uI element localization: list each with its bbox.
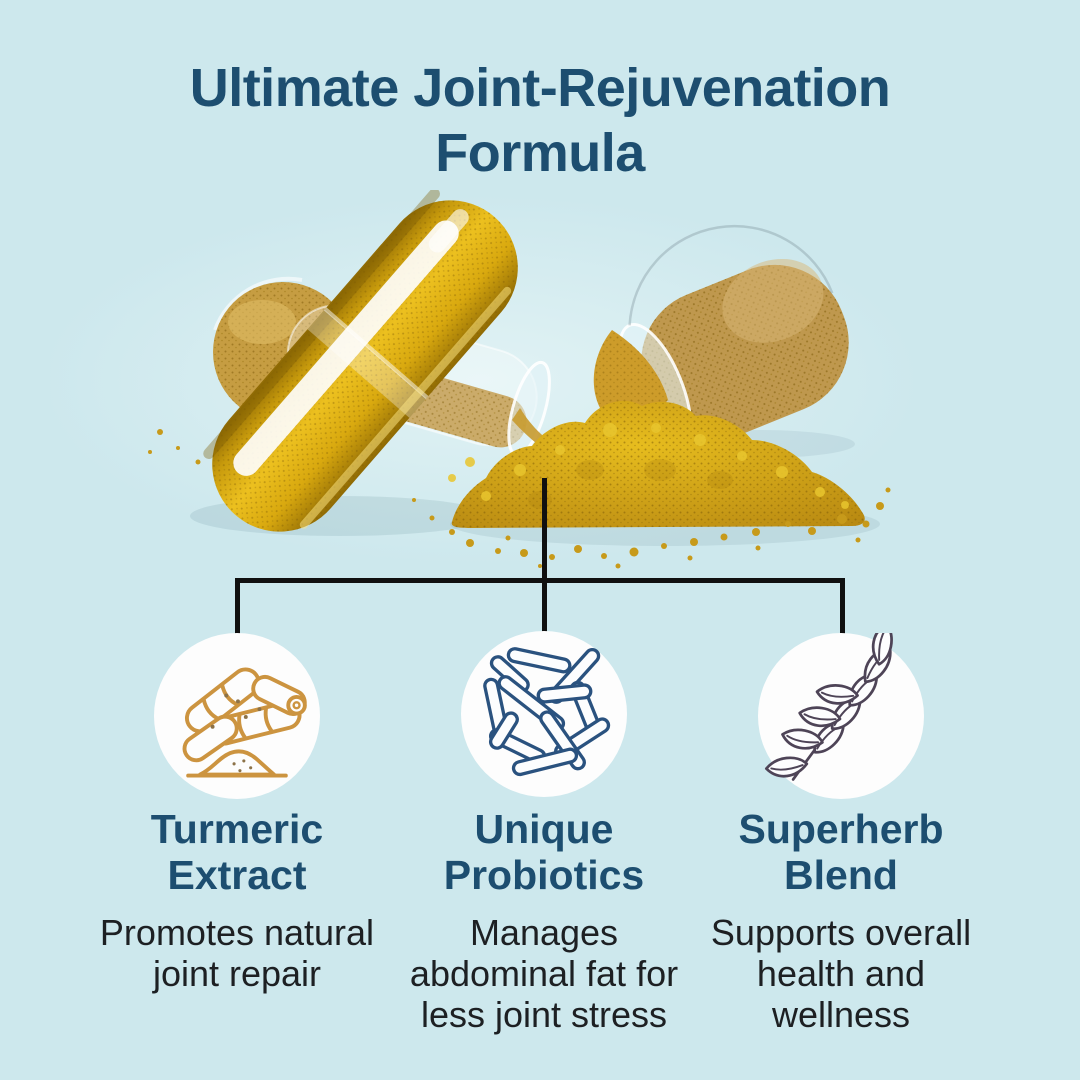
- connector-crossbar: [235, 578, 845, 583]
- feature-desc-turmeric-extract: Promotes natural joint repair: [99, 912, 375, 994]
- feature-circle-turmeric: [154, 633, 320, 799]
- powder-specks: [148, 429, 891, 569]
- feature-circle-superherb: [758, 622, 924, 799]
- connector-drop-left: [235, 578, 240, 635]
- full-capsule: [203, 190, 518, 532]
- feature-title-turmeric-extract: Turmeric Extract: [150, 806, 324, 898]
- page-title: Ultimate Joint-Rejuvenation Formula: [189, 58, 891, 183]
- open-capsule-right: [593, 224, 849, 454]
- feature-desc-unique-probiotics: Manages abdominal fat for less joint str…: [409, 912, 679, 1035]
- connector-stem: [542, 478, 547, 582]
- powder-clumps: [448, 423, 849, 509]
- powder-pile: [148, 400, 891, 569]
- connector-drop-center: [542, 578, 547, 635]
- herb-branch-icon: [764, 622, 893, 781]
- herb-branch-art: [764, 622, 893, 781]
- feature-desc-superherb-blend: Supports overall health and wellness: [710, 912, 972, 1035]
- turmeric-roots-art: [182, 667, 307, 778]
- probiotic-rods-icon: [483, 647, 611, 777]
- turmeric-roots-icon: [182, 667, 307, 778]
- probiotic-rods-art: [483, 647, 611, 777]
- feature-title-unique-probiotics: Unique Probiotics: [443, 806, 645, 898]
- connector-drop-right: [840, 578, 845, 635]
- feature-title-superherb-blend: Superherb Blend: [738, 806, 944, 898]
- turmeric-capsules-photo: [50, 190, 920, 569]
- feature-circle-probiotics: [461, 631, 627, 797]
